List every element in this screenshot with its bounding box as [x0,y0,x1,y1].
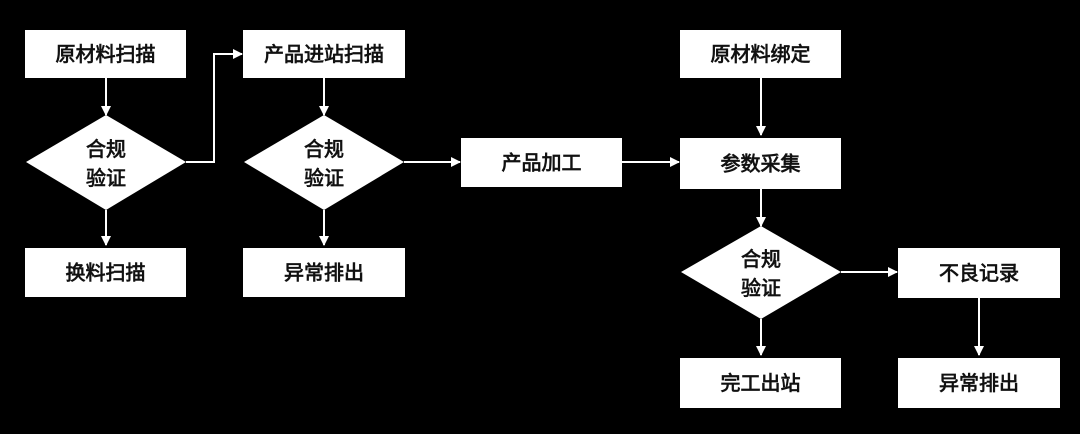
node-label: 原材料绑定 [711,42,811,66]
decision-label-line2: 验证 [86,166,126,190]
connectors [101,49,984,356]
decision-label-line1: 合规 [304,137,344,161]
node-completion-outbound: 完工出站 [680,358,841,408]
node-label: 完工出站 [721,371,801,395]
node-label: 产品进站扫描 [264,42,384,66]
node-raw-material-binding: 原材料绑定 [680,30,841,78]
node-label: 参数采集 [721,152,802,176]
node-label: 原材料扫描 [56,42,156,66]
node-swap-material-scan: 换料扫描 [25,248,186,297]
node-label: 异常排出 [284,261,364,285]
node-parameter-collection: 参数采集 [680,138,841,189]
node-exception-discharge-2: 异常排出 [898,358,1060,408]
edge-check1-to-inbound-scan [186,49,243,163]
decision-label-line2: 验证 [741,276,781,300]
node-label: 换料扫描 [66,261,146,285]
node-product-inbound-scan: 产品进站扫描 [243,30,405,78]
node-exception-discharge-1: 异常排出 [243,248,405,297]
node-defect-record: 不良记录 [898,248,1060,298]
decision-label-line1: 合规 [741,247,781,271]
node-product-processing: 产品加工 [461,138,622,187]
decision-label-line2: 验证 [304,166,344,190]
node-label: 产品加工 [502,151,582,175]
decision-label-line1: 合规 [86,137,126,161]
node-raw-material-scan: 原材料扫描 [25,30,186,78]
decision-compliance-check-3: 合规 验证 [681,226,841,319]
decision-compliance-check-2: 合规 验证 [244,115,404,210]
node-label: 不良记录 [939,261,1019,285]
decision-compliance-check-1: 合规 验证 [26,115,186,210]
node-label: 异常排出 [939,371,1019,395]
